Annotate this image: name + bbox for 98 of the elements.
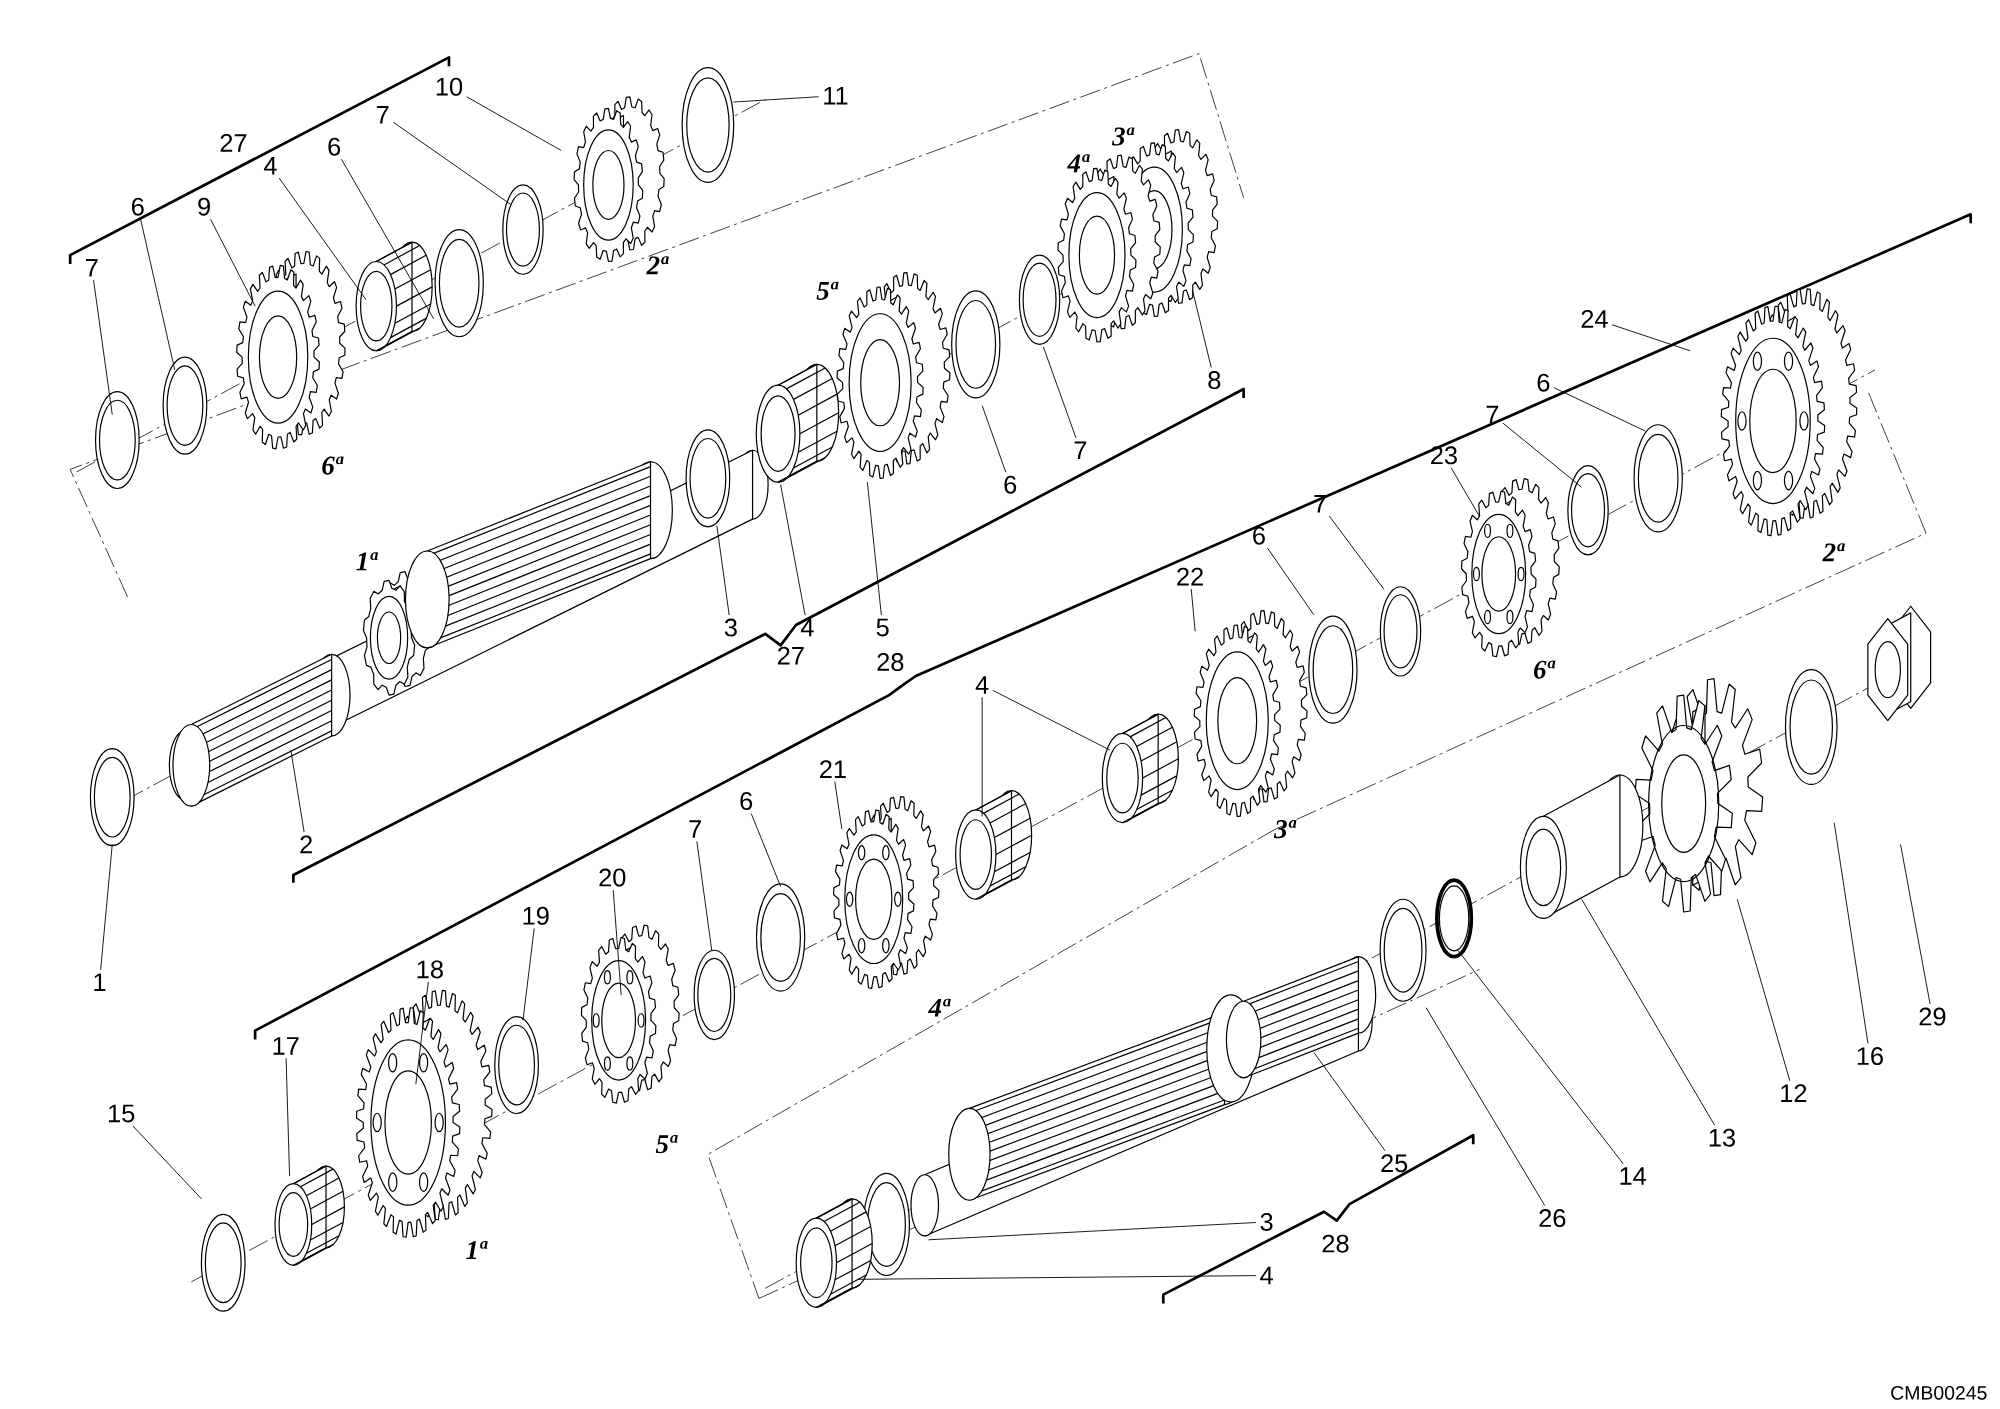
gear-ratio-label: 6ª xyxy=(322,456,344,475)
leader-line xyxy=(278,177,367,300)
assembly-number: 27 xyxy=(220,133,247,152)
callout-number: 15 xyxy=(109,1104,135,1123)
callout-number: 6 xyxy=(1004,475,1017,494)
drawing-code: CMB00245 xyxy=(1891,1385,1987,1400)
leader-line xyxy=(1553,387,1646,432)
leader-line xyxy=(1450,467,1481,517)
gear-ratio-label: 5ª xyxy=(816,281,839,300)
leader-line xyxy=(928,1221,1257,1241)
callout-number: 12 xyxy=(1781,1084,1807,1102)
leader-line xyxy=(1736,898,1791,1081)
gear-ratio-label: 1ª xyxy=(466,1240,488,1259)
leader-line xyxy=(732,96,820,103)
callout-number: 1 xyxy=(94,973,106,991)
callout-number: 4 xyxy=(800,618,814,637)
leader-line xyxy=(866,481,882,616)
callout-number: 4 xyxy=(975,676,989,694)
callout-number: 25 xyxy=(1381,1154,1408,1173)
gear-ratio-label: 6ª xyxy=(1534,660,1556,679)
assembly-number: 27 xyxy=(778,646,804,665)
leader-line xyxy=(341,158,435,320)
callout-number: 6 xyxy=(1253,526,1265,545)
leader-line xyxy=(981,696,983,817)
callout-number: 24 xyxy=(1581,309,1608,328)
leader-line xyxy=(856,1274,1257,1280)
leader-line xyxy=(1611,324,1691,351)
leader-line xyxy=(1457,949,1624,1164)
callout-number: 6 xyxy=(132,197,144,216)
gear-ratio-label: 5ª xyxy=(655,1134,678,1153)
callout-number: 14 xyxy=(1620,1167,1647,1185)
callout-number: 5 xyxy=(876,618,889,637)
callout-number: 29 xyxy=(1919,1007,1946,1026)
leader-line xyxy=(992,689,1111,751)
callout-number: 7 xyxy=(86,258,98,277)
leader-line xyxy=(1833,822,1869,1044)
callout-number: 17 xyxy=(273,1036,299,1055)
leader-line xyxy=(285,1057,290,1177)
callout-number: 26 xyxy=(1539,1208,1566,1227)
leader-line xyxy=(1192,290,1212,368)
leader-line xyxy=(93,279,113,415)
callout-number: 3 xyxy=(1260,1212,1273,1231)
callout-number: 20 xyxy=(599,868,626,887)
callout-number: 22 xyxy=(1177,567,1203,586)
callout-number: 6 xyxy=(328,137,341,156)
leader-line xyxy=(750,812,782,887)
callout-number: 4 xyxy=(1260,1266,1273,1285)
leader-line xyxy=(834,780,843,830)
gear-ratio-label: 2ª xyxy=(646,256,669,275)
leader-line xyxy=(100,843,113,971)
callout-number: 10 xyxy=(436,77,463,96)
leader-line xyxy=(466,96,562,151)
leader-line xyxy=(716,524,730,616)
leader-line xyxy=(1328,515,1385,590)
gear-ratio-label: 4ª xyxy=(1067,154,1090,172)
callout-number: 6 xyxy=(1537,373,1550,392)
gear-ratio-label: 1ª xyxy=(356,552,379,570)
callout-number: 7 xyxy=(689,820,701,838)
callout-number: 7 xyxy=(1486,405,1499,424)
gear-ratio-label: 3ª xyxy=(1273,819,1297,838)
callout-number: 7 xyxy=(1074,441,1087,459)
callout-number: 6 xyxy=(740,791,753,810)
callout-number: 7 xyxy=(376,105,389,124)
leader-line xyxy=(1267,547,1315,616)
leader-line xyxy=(1581,898,1715,1126)
assembly-number: 28 xyxy=(1322,1234,1349,1253)
leader-line xyxy=(522,927,535,1021)
gear-ratio-label: 3ª xyxy=(1111,127,1135,146)
leader-line xyxy=(290,749,305,833)
leader-line xyxy=(612,889,622,996)
leader-line xyxy=(981,404,1007,473)
gear-ratio-label: 4ª xyxy=(928,998,951,1017)
assembly-number: 28 xyxy=(877,652,904,671)
callout-number: 13 xyxy=(1709,1128,1735,1147)
leader-line xyxy=(1313,1051,1386,1151)
leader-line xyxy=(696,840,713,951)
leader-line xyxy=(392,121,511,205)
leader-line xyxy=(1190,588,1196,632)
leader-line xyxy=(1900,843,1931,1005)
leader-line xyxy=(1502,422,1583,488)
callout-number: 4 xyxy=(263,156,277,175)
leader-line xyxy=(210,218,256,307)
callout-number: 21 xyxy=(820,760,846,778)
callout-number: 2 xyxy=(300,835,312,854)
callout-number: 9 xyxy=(198,197,210,216)
callout-number: 18 xyxy=(417,960,443,979)
leader-line xyxy=(1425,1007,1546,1206)
gear-ratio-label: 2ª xyxy=(1822,543,1845,562)
leader-line xyxy=(140,218,176,371)
callout-number: 3 xyxy=(724,618,737,637)
leader-line xyxy=(780,484,806,616)
callout-number: 19 xyxy=(523,906,549,925)
callout-number: 8 xyxy=(1208,370,1221,389)
callout-number: 11 xyxy=(824,86,848,105)
leader-line xyxy=(1042,346,1077,439)
leader-line xyxy=(415,981,429,1085)
callout-number: 16 xyxy=(1857,1046,1883,1065)
leader-line xyxy=(132,1125,202,1200)
